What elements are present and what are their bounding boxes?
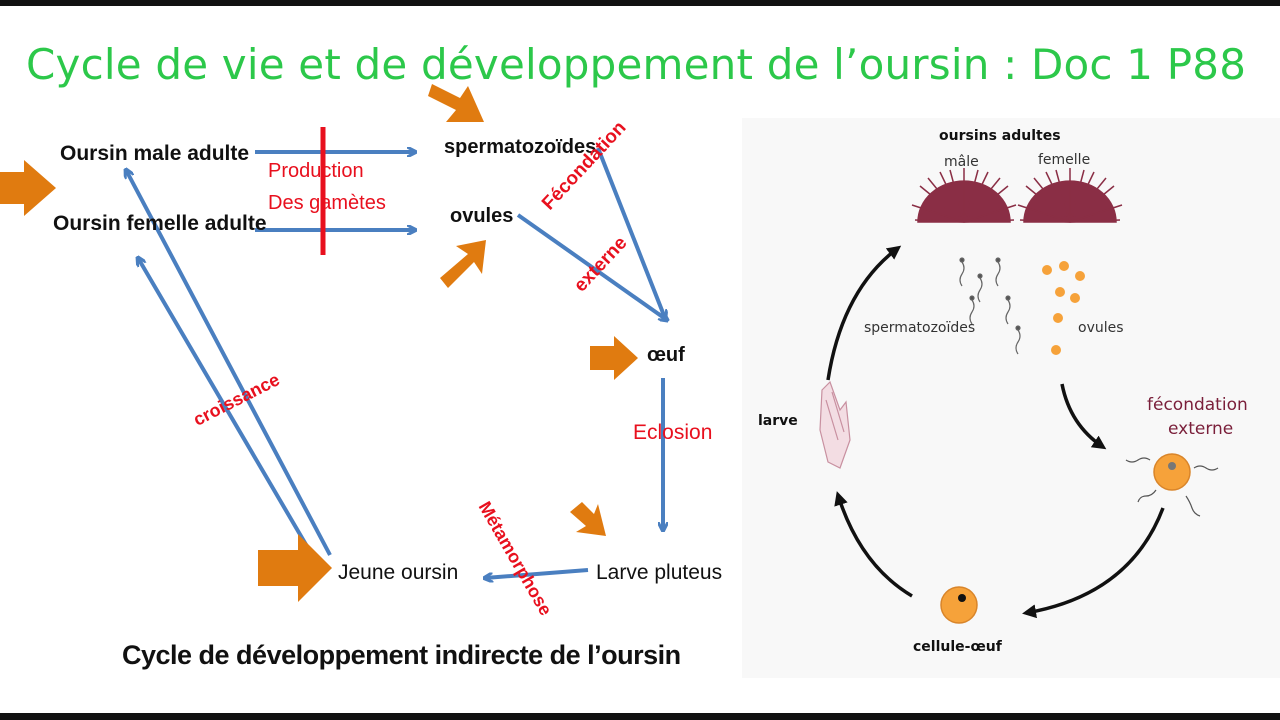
- process-production-line2: Des gamètes: [268, 192, 386, 214]
- top-border: [0, 0, 1280, 6]
- larva-illustration: [819, 380, 851, 469]
- node-larva-pluteus: Larve pluteus: [596, 561, 723, 584]
- right-fecondation-line2: externe: [1168, 419, 1234, 439]
- arrow-young-to-male: [126, 170, 332, 556]
- arrow-young-to-female: [138, 258, 317, 562]
- bottom-border: [0, 713, 1280, 720]
- right-adults-title: oursins adultes: [939, 128, 1061, 144]
- pointer-arrow-egg: [590, 336, 638, 380]
- node-egg: œuf: [647, 344, 685, 366]
- left-caption: Cycle de développement indirecte de l’ou…: [122, 640, 681, 670]
- female-urchin-illustration: [1017, 168, 1123, 223]
- arrow-larva-to-young: [485, 568, 589, 578]
- pointer-arrow-young: [258, 534, 332, 602]
- egg-cell-illustration: [940, 586, 978, 624]
- pointer-arrow-larva: [570, 502, 606, 536]
- right-female-label: femelle: [1038, 152, 1091, 168]
- fertilized-egg-illustration: [1125, 453, 1219, 517]
- pointer-arrow-sperm: [428, 84, 484, 122]
- node-female-adult: Oursin femelle adulte: [53, 212, 267, 235]
- right-larva-label: larve: [758, 413, 798, 429]
- pointer-arrow-female: [0, 160, 56, 216]
- slide-title: Cycle de vie et de développement de l’ou…: [26, 40, 1247, 89]
- right-ovules-label: ovules: [1078, 320, 1124, 336]
- cycle-arrow-fecondation-to-egg: [1022, 507, 1165, 619]
- cycle-arrow-gametes-to-fecondation: [1060, 383, 1107, 450]
- arrow-ovules-to-egg: [516, 213, 667, 320]
- ovules-illustration: [1042, 261, 1085, 355]
- node-ovules: ovules: [450, 205, 514, 227]
- process-eclosion: Eclosion: [633, 421, 713, 444]
- right-fecondation-line1: fécondation: [1147, 395, 1248, 415]
- node-male-adult: Oursin male adulte: [60, 142, 250, 165]
- process-production-line1: Production: [268, 160, 364, 182]
- right-sperm-label: spermatozoïdes: [864, 320, 976, 336]
- male-urchin-illustration: [911, 168, 1017, 223]
- node-young-urchin: Jeune oursin: [338, 561, 459, 584]
- left-diagram-arrows: [0, 84, 740, 602]
- node-spermatozoa: spermatozoïdes: [444, 136, 597, 158]
- sperm-cells-illustration: [959, 257, 1021, 355]
- cycle-arrow-egg-to-larva: [834, 491, 913, 598]
- right-egg-cell-label: cellule-œuf: [913, 639, 1002, 655]
- arrow-sperm-to-egg: [596, 147, 665, 318]
- right-male-label: mâle: [944, 154, 979, 170]
- pointer-arrow-ovules: [440, 240, 486, 288]
- cycle-arrow-larva-to-adults: [826, 245, 902, 381]
